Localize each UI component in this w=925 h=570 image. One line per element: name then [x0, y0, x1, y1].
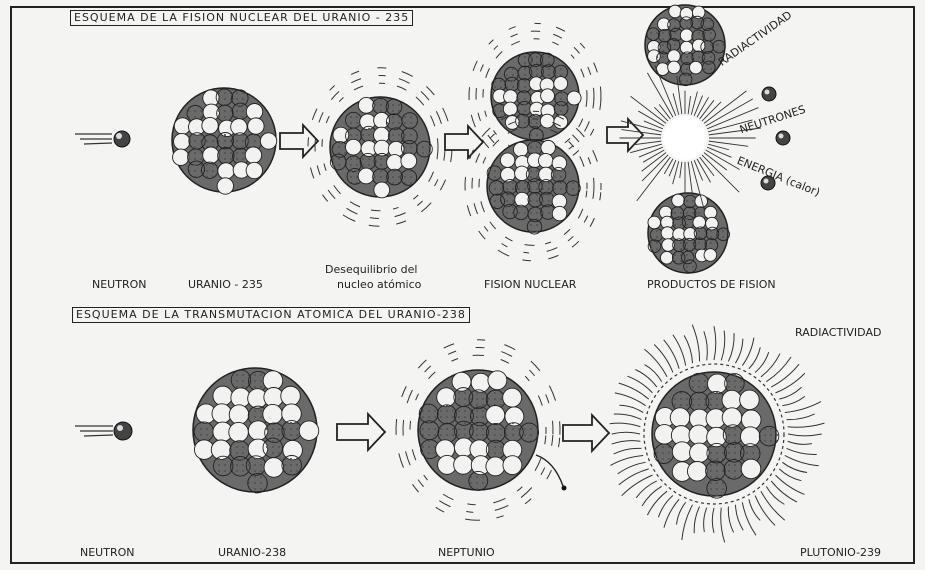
- label-uranio-235: URANIO - 235: [188, 277, 263, 292]
- label-neutron-1: NEUTRON: [92, 277, 146, 292]
- label-desequilibrio-1: Desequilibrio del: [325, 262, 417, 277]
- label-radiactividad-2: RADIACTIVIDAD: [795, 325, 881, 340]
- section1-title: ESQUEMA DE LA FISION NUCLEAR DEL URANIO …: [70, 10, 413, 26]
- unstable-nucleus: [308, 68, 452, 226]
- fission-burst: [619, 65, 760, 210]
- label-fision-nuclear: FISION NUCLEAR: [484, 277, 576, 292]
- arrow-5: [563, 415, 609, 451]
- arrow-2: [445, 126, 483, 158]
- label-neutron-2: NEUTRON: [80, 545, 134, 560]
- fission-product-bottom: [648, 193, 730, 273]
- neutron-particle-2: [75, 422, 132, 440]
- uranium-235-nucleus: [172, 88, 277, 194]
- neptunium-nucleus: [396, 340, 560, 520]
- label-desequilibrio-2: nucleo atómico: [337, 277, 421, 292]
- arrow-3: [607, 119, 643, 151]
- fission-product-top: [645, 5, 725, 86]
- section2-title: ESQUEMA DE LA TRANSMUTACION ATOMICA DEL …: [72, 307, 470, 323]
- plutonium-nucleus: [652, 372, 779, 498]
- neutron-particle-1: [75, 131, 130, 147]
- arrow-1: [280, 125, 318, 157]
- label-productos-fision: PRODUCTOS DE FISION: [647, 277, 776, 292]
- label-uranio-238: URANIO-238: [218, 545, 286, 560]
- arrow-4: [337, 414, 385, 450]
- label-plutonio-239: PLUTONIO-239: [800, 545, 881, 560]
- uranium-238-nucleus: [193, 368, 319, 493]
- label-neptunio: NEPTUNIO: [438, 545, 495, 560]
